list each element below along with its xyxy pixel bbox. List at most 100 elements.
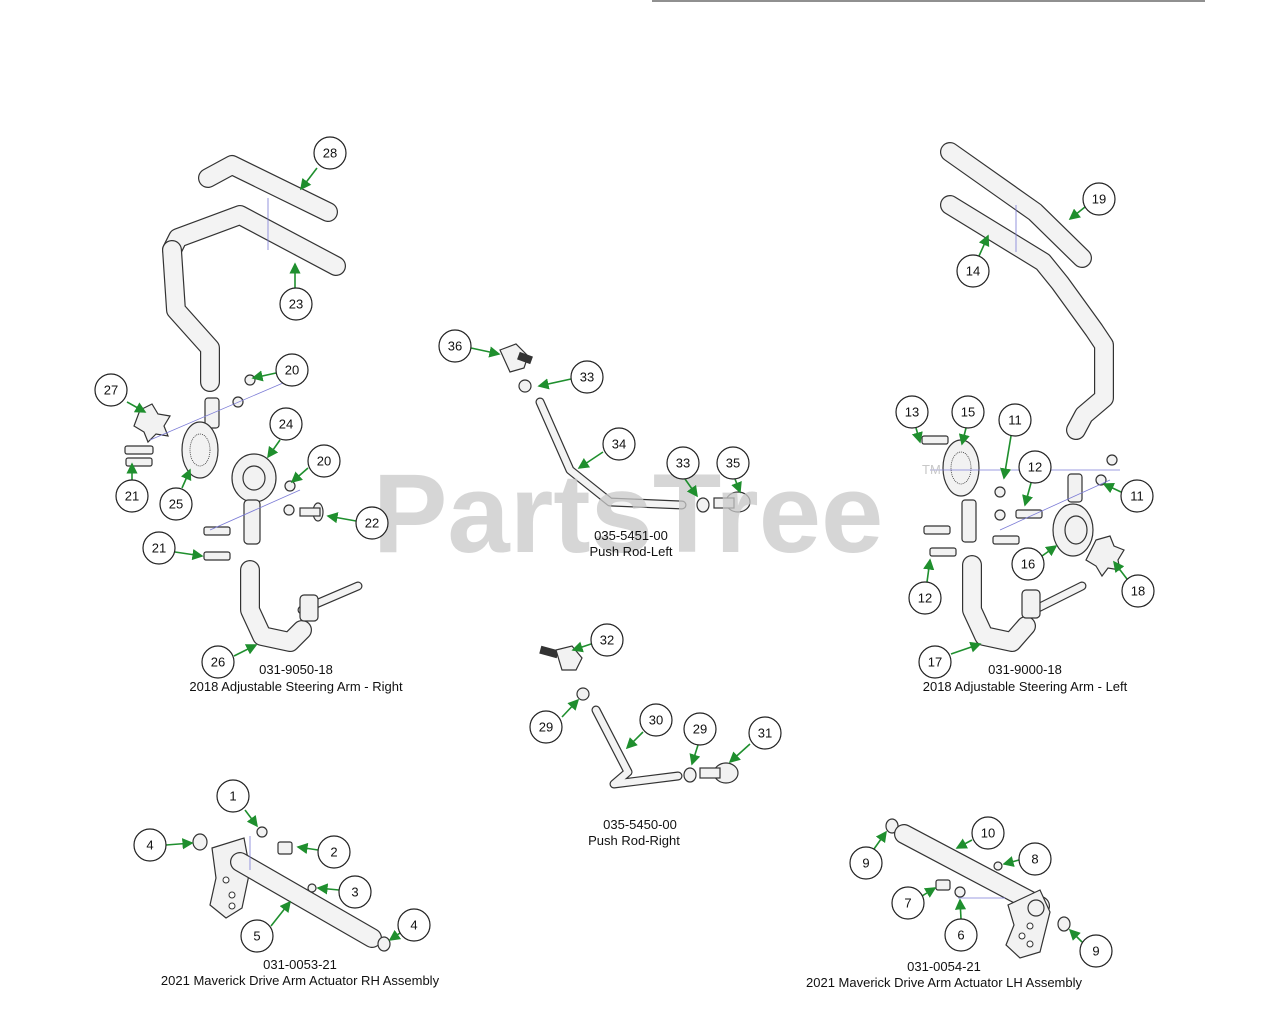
callout-bubble-32[interactable]: 32: [590, 623, 624, 657]
callout-circle: [438, 329, 472, 363]
callout-bubble-3[interactable]: 3: [338, 875, 372, 909]
callout-bubble-19[interactable]: 19: [1082, 182, 1116, 216]
callout-number: 36: [448, 339, 462, 354]
callout-circle: [1121, 574, 1155, 608]
callout-bubble-21[interactable]: 21: [142, 531, 176, 565]
watermark-text: PartsTree: [373, 451, 884, 576]
callout-bubble-6[interactable]: 6: [944, 918, 978, 952]
callout-circle: [201, 645, 235, 679]
callout-number: 14: [966, 264, 980, 279]
callout-number: 23: [289, 297, 303, 312]
caption-part-number: 031-9000-18: [988, 662, 1062, 677]
callout-bubble-33[interactable]: 33: [570, 360, 604, 394]
callout-arrow: [728, 743, 751, 764]
callout-circle: [683, 712, 717, 746]
callout-bubble-29[interactable]: 29: [529, 710, 563, 744]
callout-arrow: [267, 439, 281, 459]
callout-bubble-34[interactable]: 34: [602, 427, 636, 461]
callout-circle: [570, 360, 604, 394]
steering-arm-right-drawing: [124, 155, 363, 652]
callout-number: 33: [676, 456, 690, 471]
callout-bubble-31[interactable]: 31: [748, 716, 782, 750]
callout-bubble-30[interactable]: 30: [639, 703, 673, 737]
callout-bubble-15[interactable]: 15: [951, 395, 985, 429]
callout-bubble-7[interactable]: 7: [891, 886, 925, 920]
caption-steering-arm-left: 031-9000-18 2018 Adjustable Steering Arm…: [923, 662, 1128, 694]
callout-bubble-1[interactable]: 1: [216, 779, 250, 813]
drive-arm-lh-drawing: [885, 818, 1071, 959]
callout-bubble-20[interactable]: 20: [275, 353, 309, 387]
callout-arrow: [296, 842, 319, 854]
callout-circle: [1082, 182, 1116, 216]
callout-bubble-21[interactable]: 21: [115, 479, 149, 513]
callout-bubble-24[interactable]: 24: [269, 407, 303, 441]
callout-bubble-20[interactable]: 20: [307, 444, 341, 478]
callout-number: 7: [904, 896, 911, 911]
callout-bubble-17[interactable]: 17: [918, 645, 952, 679]
callout-bubble-9[interactable]: 9: [849, 846, 883, 880]
callout-circle: [313, 136, 347, 170]
callout-bubble-23[interactable]: 23: [279, 287, 313, 321]
caption-steering-arm-right: 031-9050-18 2018 Adjustable Steering Arm…: [189, 662, 403, 694]
callout-bubble-25[interactable]: 25: [159, 487, 193, 521]
callout-circle: [317, 835, 351, 869]
callout-bubble-22[interactable]: 22: [355, 506, 389, 540]
callout-bubble-28[interactable]: 28: [313, 136, 347, 170]
callout-bubble-13[interactable]: 13: [895, 395, 929, 429]
callout-bubble-12[interactable]: 12: [1018, 450, 1052, 484]
callout-bubble-26[interactable]: 26: [201, 645, 235, 679]
callout-arrow: [1068, 928, 1083, 943]
callout-arrow: [316, 883, 340, 895]
callout-number: 2: [330, 845, 337, 860]
callout-bubble-4[interactable]: 4: [397, 908, 431, 942]
callout-number: 1: [229, 789, 236, 804]
callout-number: 11: [1008, 413, 1022, 428]
callout-bubble-2[interactable]: 2: [317, 835, 351, 869]
callout-number: 26: [211, 655, 225, 670]
callout-bubble-11[interactable]: 11: [1120, 479, 1154, 513]
callout-number: 9: [862, 856, 869, 871]
callout-bubble-10[interactable]: 10: [971, 816, 1005, 850]
callout-bubble-12[interactable]: 12: [908, 581, 942, 615]
callout-bubble-9[interactable]: 9: [1079, 934, 1113, 968]
callout-number: 13: [905, 405, 919, 420]
callout-arrow: [1002, 856, 1020, 867]
callout-circle: [94, 373, 128, 407]
callout-number: 28: [323, 146, 337, 161]
callout-bubble-33[interactable]: 33: [666, 446, 700, 480]
callout-arrow: [561, 698, 580, 718]
callout-number: 10: [981, 826, 995, 841]
callout-arrow: [921, 887, 937, 898]
callout-number: 6: [957, 928, 964, 943]
callout-circle: [849, 846, 883, 880]
callout-bubble-14[interactable]: 14: [956, 254, 990, 288]
callout-arrow: [180, 468, 192, 489]
callout-circle: [716, 446, 750, 480]
callout-number: 22: [365, 516, 379, 531]
callout-number: 19: [1092, 192, 1106, 207]
callout-bubble-35[interactable]: 35: [716, 446, 750, 480]
callout-bubble-29[interactable]: 29: [683, 712, 717, 746]
callout-circle: [1120, 479, 1154, 513]
callout-number: 20: [285, 363, 299, 378]
callout-bubble-11[interactable]: 11: [998, 403, 1032, 437]
callout-circle: [355, 506, 389, 540]
callout-arrow: [1113, 560, 1128, 580]
callout-bubble-27[interactable]: 27: [94, 373, 128, 407]
callout-circle: [666, 446, 700, 480]
callout-bubble-18[interactable]: 18: [1121, 574, 1155, 608]
callout-bubble-16[interactable]: 16: [1011, 547, 1045, 581]
caption-title: 2021 Maverick Drive Arm Actuator LH Asse…: [806, 975, 1082, 990]
callout-number: 20: [317, 454, 331, 469]
callout-number: 8: [1031, 852, 1038, 867]
caption-part-number: 035-5450-00: [603, 817, 677, 832]
callout-bubble-36[interactable]: 36: [438, 329, 472, 363]
callout-circle: [1018, 842, 1052, 876]
callout-bubble-4[interactable]: 4: [133, 828, 167, 862]
callout-bubble-8[interactable]: 8: [1018, 842, 1052, 876]
callout-arrow: [950, 641, 982, 655]
steering-arm-left-drawing: [921, 142, 1125, 652]
callout-arrow: [126, 401, 147, 413]
callout-number: 21: [125, 489, 139, 504]
callout-bubble-5[interactable]: 5: [240, 919, 274, 953]
